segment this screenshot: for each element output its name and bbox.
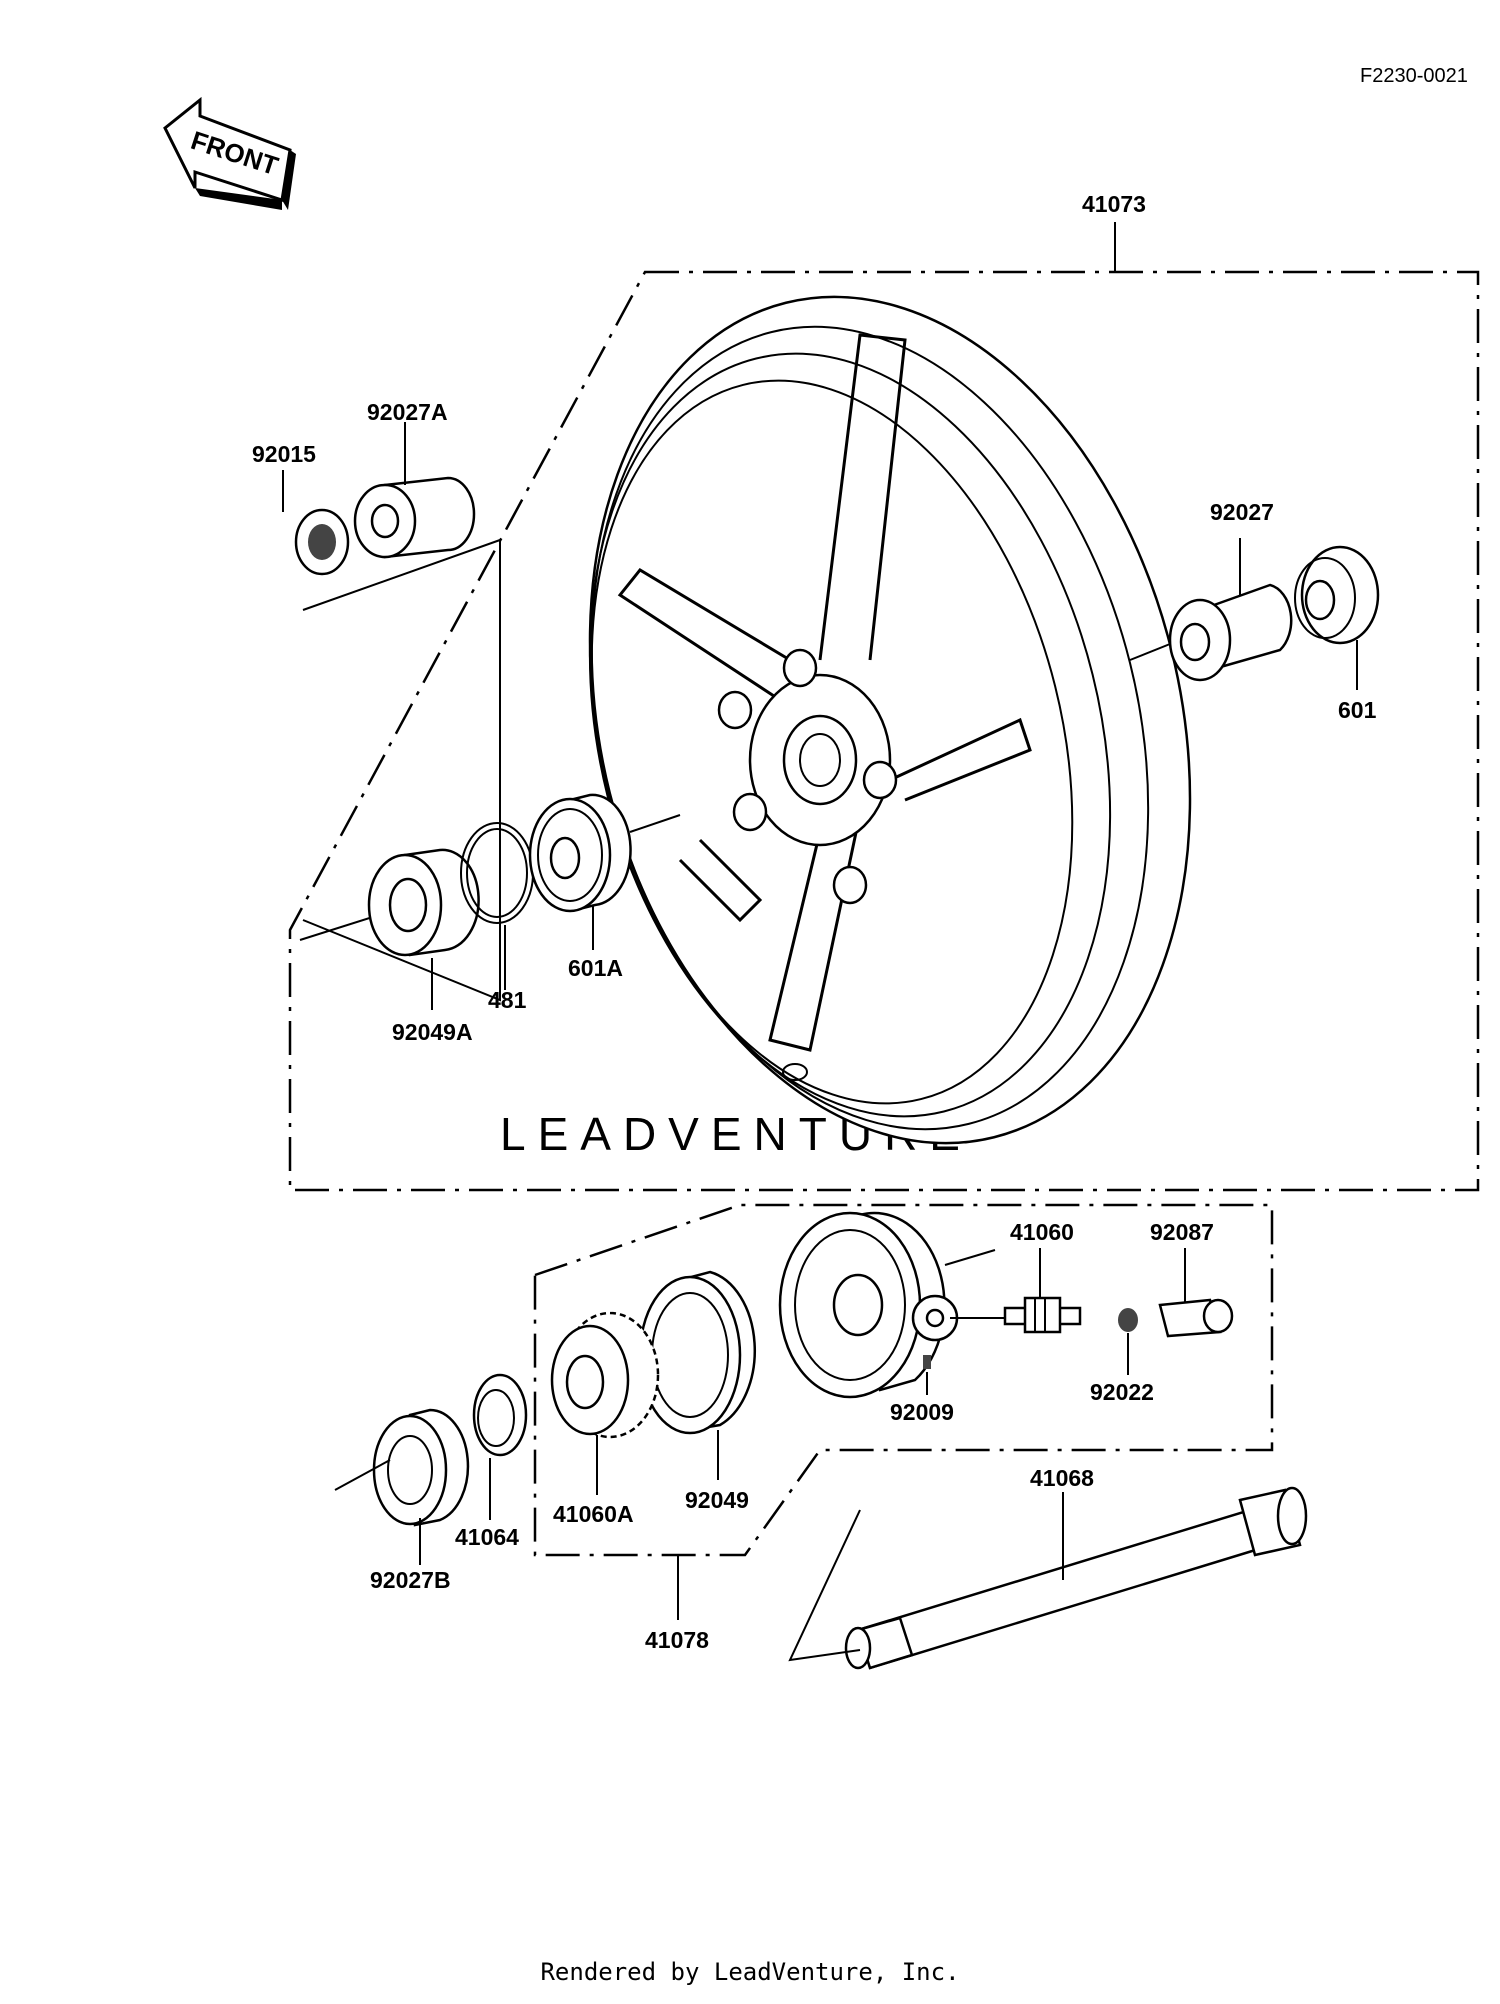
- bearing-601: [1294, 545, 1380, 645]
- cast-wheel: [588, 295, 1192, 1145]
- label-92049: 92049: [685, 1487, 749, 1513]
- part-labels: 41073 92027A 92015 92027 601 92049A 481 …: [252, 191, 1377, 1653]
- bushing-92087: [1158, 1298, 1234, 1338]
- screw-92009: [923, 1355, 931, 1369]
- label-92015: 92015: [252, 441, 316, 467]
- label-92049A: 92049A: [392, 1019, 473, 1045]
- front-arrow-icon: FRONT: [163, 96, 296, 210]
- diagram-code: F2230-0021: [1360, 65, 1468, 87]
- label-41078: 41078: [645, 1627, 709, 1653]
- speedometer-gear-housing: [778, 1211, 959, 1399]
- label-601A: 601A: [568, 955, 623, 981]
- label-92027A: 92027A: [367, 399, 448, 425]
- bearing-601A: [528, 793, 632, 913]
- label-92022: 92022: [1090, 1379, 1154, 1405]
- label-92027: 92027: [1210, 499, 1274, 525]
- label-92087: 92087: [1150, 1219, 1214, 1245]
- label-481: 481: [488, 987, 527, 1013]
- retainer-41064: [472, 1373, 528, 1457]
- label-601: 601: [1338, 697, 1377, 723]
- label-92009: 92009: [890, 1399, 954, 1425]
- drive-gear-41060A: [550, 1311, 660, 1439]
- label-41068: 41068: [1030, 1465, 1094, 1491]
- label-41060: 41060: [1010, 1219, 1074, 1245]
- label-41060A: 41060A: [553, 1501, 634, 1527]
- collar-92027: [1168, 583, 1293, 682]
- label-41064: 41064: [455, 1524, 519, 1550]
- label-92027B: 92027B: [370, 1567, 451, 1593]
- pinion-gear-41060: [1003, 1296, 1082, 1334]
- footer-credit: Rendered by LeadVenture, Inc.: [540, 1958, 960, 1986]
- wheel-assembly-outline: [288, 270, 1480, 1192]
- axle-nut: [294, 508, 350, 576]
- collar-92027B: [372, 1408, 470, 1527]
- collar-92027A: [353, 476, 476, 559]
- axle-41068: [844, 1486, 1308, 1670]
- oil-seal-92049: [638, 1270, 757, 1435]
- hub-assembly-outline: [533, 1203, 1274, 1557]
- washer-92022: [1118, 1308, 1138, 1332]
- label-41073: 41073: [1082, 191, 1146, 217]
